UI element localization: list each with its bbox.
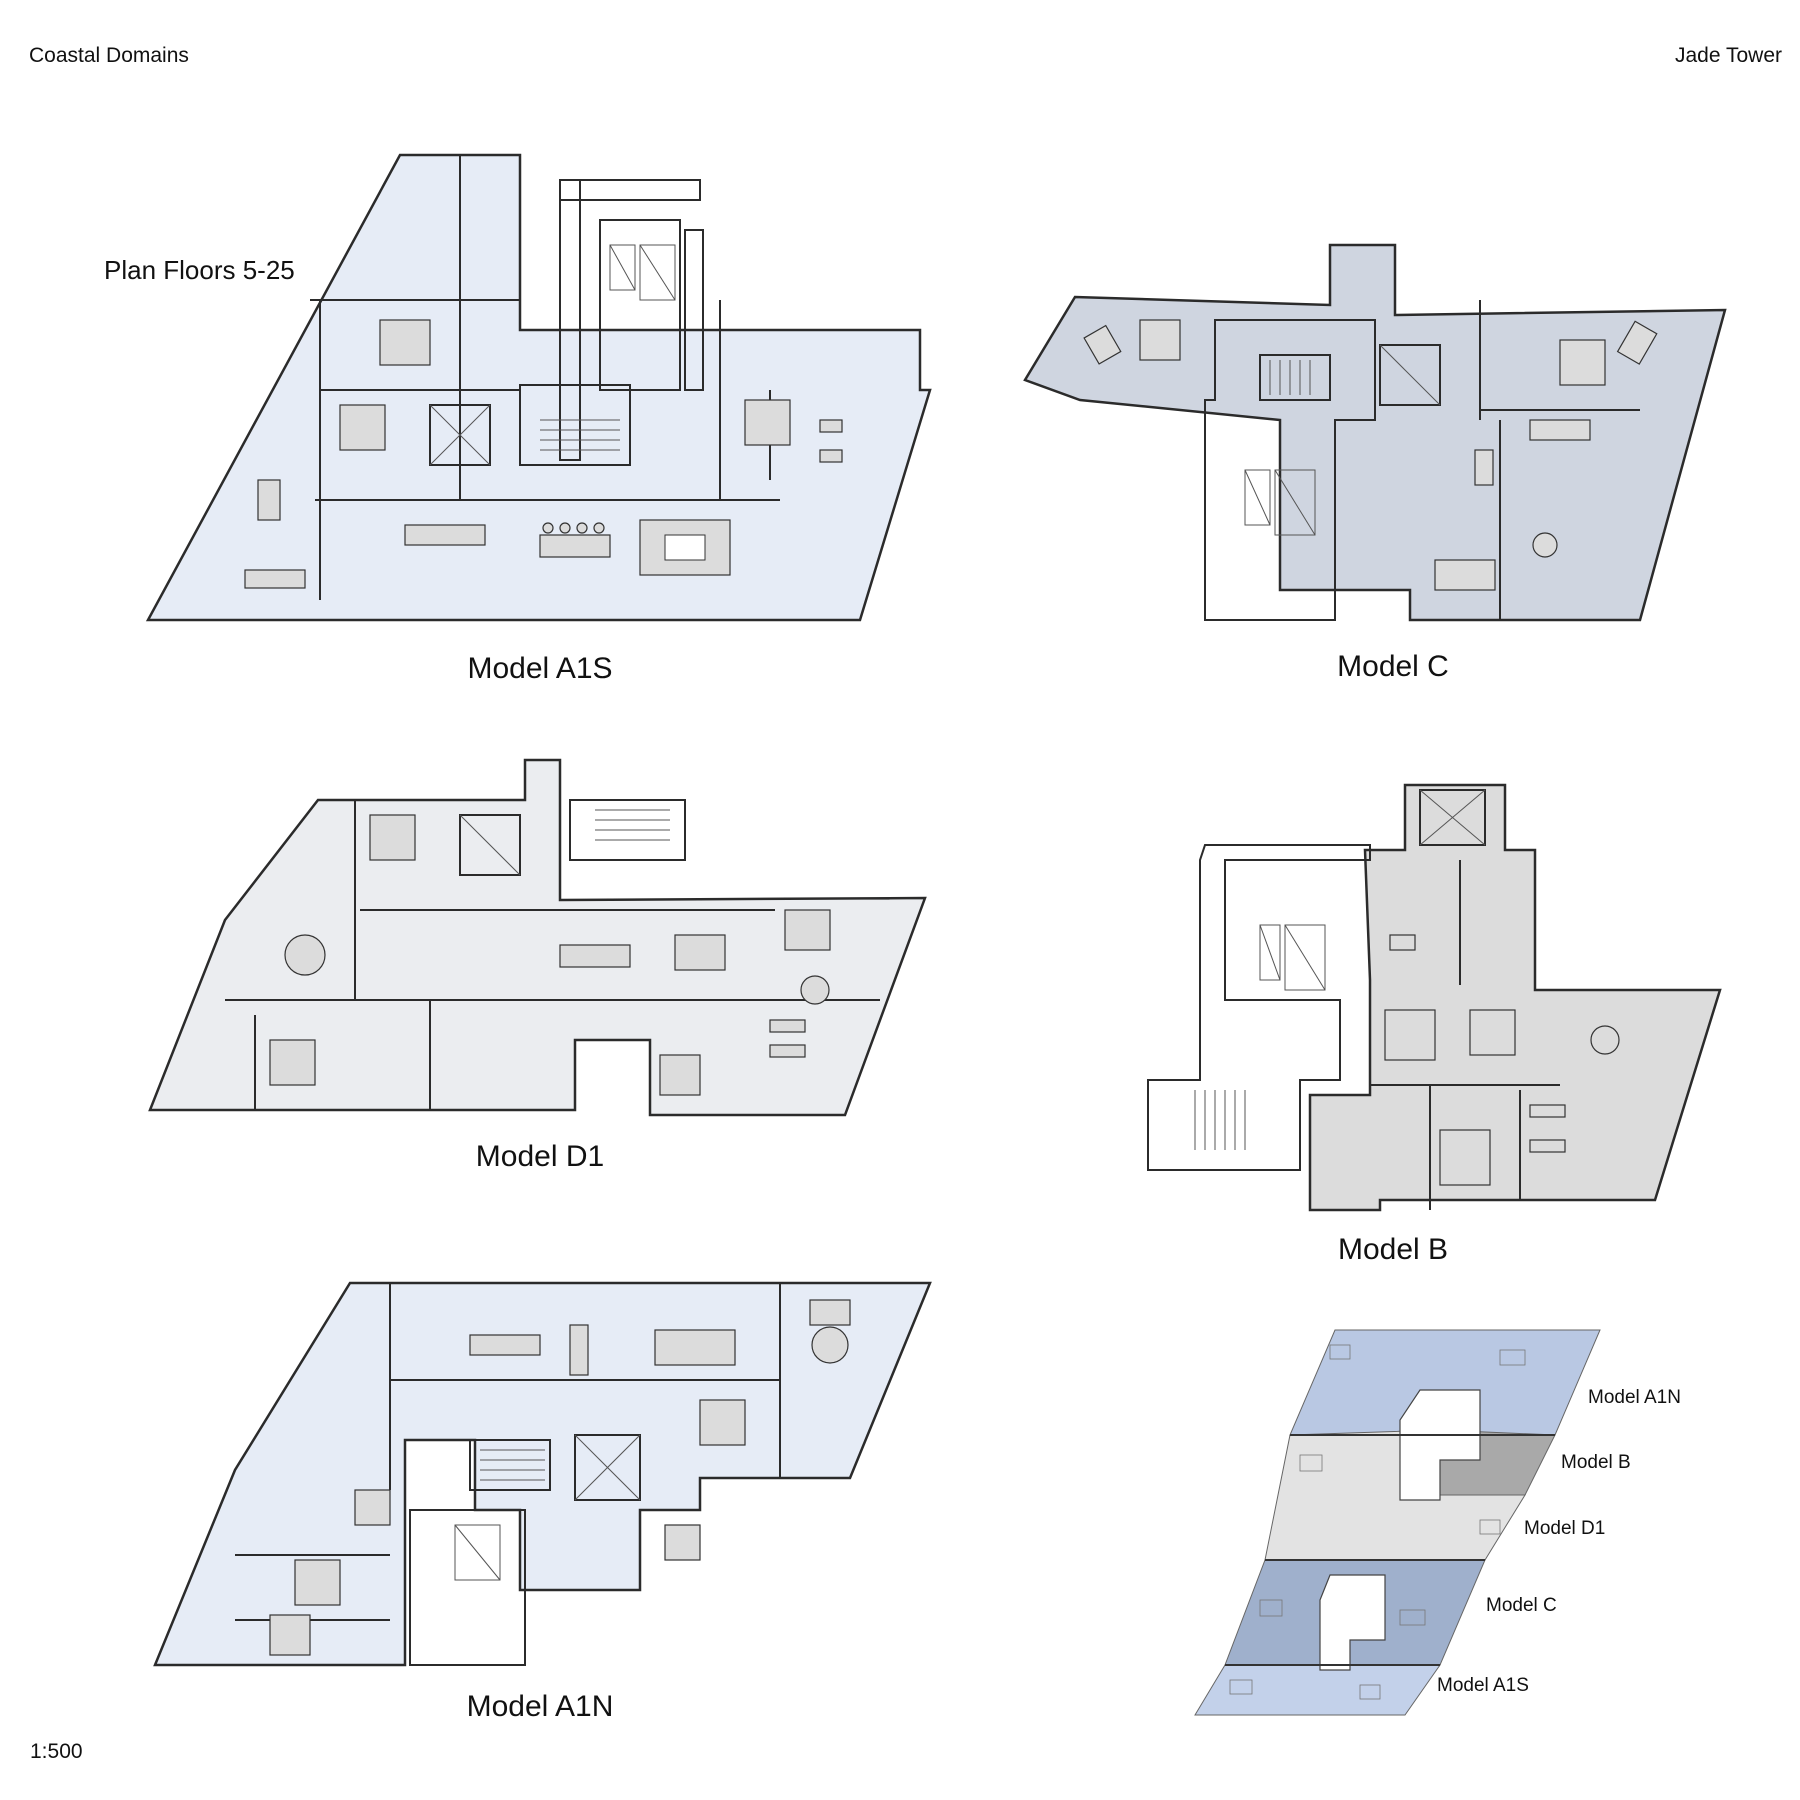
- plan-model-a1n: [153, 1281, 932, 1667]
- key-label-d1: Model D1: [1524, 1518, 1606, 1539]
- key-plan: [1194, 1329, 1601, 1716]
- plan-model-c: [1023, 243, 1727, 622]
- key-label-c: Model C: [1486, 1595, 1557, 1616]
- key-label-a1n: Model A1N: [1588, 1387, 1681, 1408]
- plan-model-b: [1147, 783, 1722, 1212]
- label-model-c: Model C: [1337, 650, 1449, 683]
- key-label-a1s: Model A1S: [1437, 1675, 1529, 1696]
- label-model-a1s: Model A1S: [467, 652, 613, 685]
- label-model-d1: Model D1: [475, 1140, 605, 1173]
- plan-subtitle: Plan Floors 5-25: [104, 255, 295, 285]
- company-name: Coastal Domains: [29, 44, 189, 67]
- label-model-a1n: Model A1N: [466, 1690, 614, 1723]
- plan-model-a1s: [145, 153, 932, 622]
- label-model-b: Model B: [1337, 1233, 1449, 1266]
- key-label-b: Model B: [1561, 1452, 1631, 1473]
- project-name: Jade Tower: [1674, 44, 1782, 67]
- scale-note: 1:500: [30, 1740, 83, 1763]
- plan-model-d1: [148, 758, 927, 1117]
